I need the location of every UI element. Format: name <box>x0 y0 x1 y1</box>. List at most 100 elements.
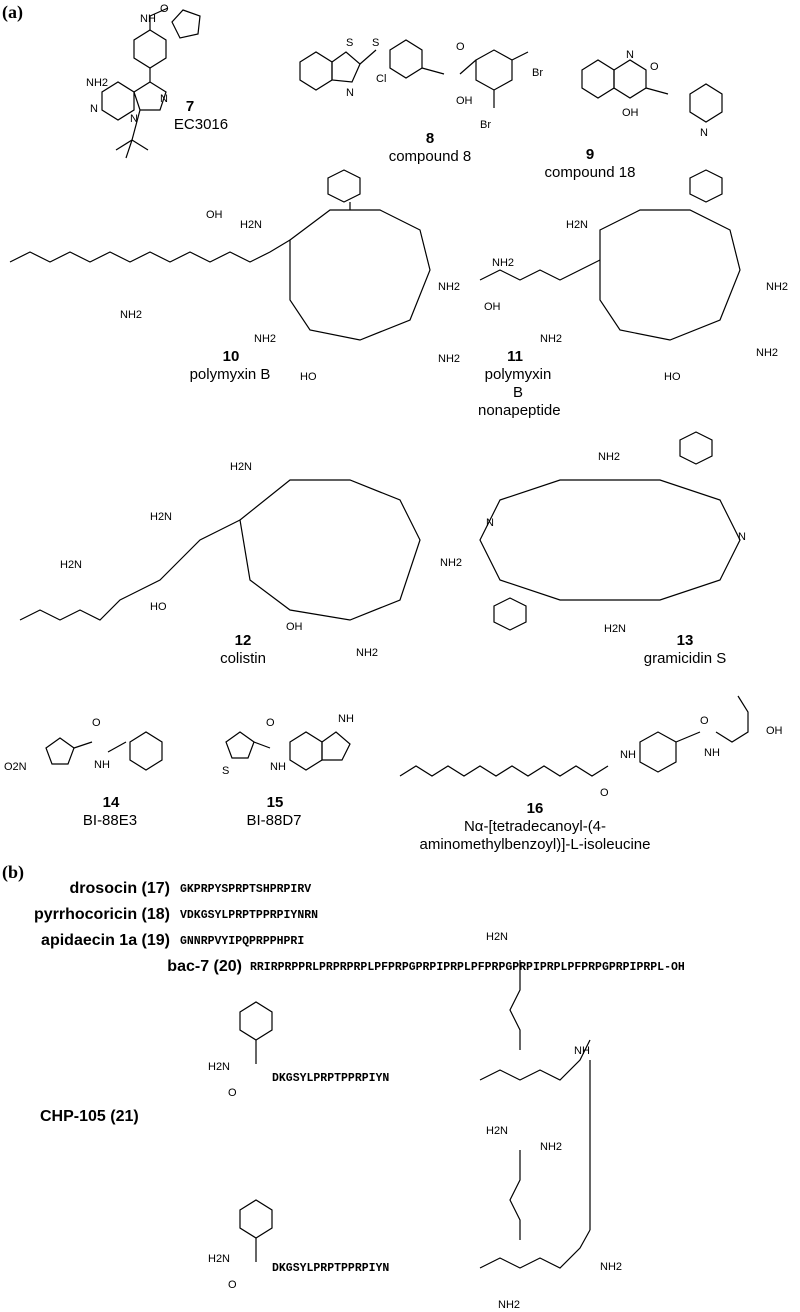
atom-o-8: O <box>456 41 465 53</box>
structure-16 <box>399 695 749 777</box>
atom-n-8: N <box>346 87 354 99</box>
structure-15 <box>225 731 351 771</box>
atom-nh2-12b: NH2 <box>356 647 378 659</box>
atom-nh2-10c: NH2 <box>438 281 460 293</box>
atom-nh2-11c: NH2 <box>766 281 788 293</box>
atom-nh2-10b: NH2 <box>254 333 276 345</box>
atom-nh2-7: NH2 <box>86 77 108 89</box>
atom-h2n-11: H2N <box>566 219 588 231</box>
atom-nh2-13b: H2N <box>604 623 626 635</box>
atom-npy-9: N <box>700 127 708 139</box>
peptide-seq-pyrrhocoricin: VDKGSYLPRPTPPRPIYNRN <box>180 909 319 922</box>
compound-number-11: 11 <box>507 348 523 365</box>
atom-nh-7: NH <box>140 13 156 25</box>
atom-nh2-11d: NH2 <box>756 347 778 359</box>
compound-name-11: polymyxin B nonapeptide <box>478 366 561 419</box>
compound-number-13: 13 <box>676 632 694 649</box>
atom-s-15: S <box>222 765 229 777</box>
atom-n-7a: N <box>90 103 98 115</box>
atom-o-16a: O <box>600 787 609 799</box>
atom-cl-8: Cl <box>376 73 386 85</box>
atom-o-21a: O <box>228 1087 237 1099</box>
peptide-seq-drosocin: GKPRPYSPRPTSHPRPIRV <box>180 883 312 896</box>
atom-s-8a: S <box>346 37 353 49</box>
structure-12 <box>19 479 421 621</box>
atom-ho-10: HO <box>300 371 317 383</box>
atom-nh-14: NH <box>94 759 110 771</box>
atom-h2n-21d: H2N <box>486 1125 508 1137</box>
atom-o-15: O <box>266 717 275 729</box>
atom-o-16b: O <box>700 715 709 727</box>
atom-br-8b: Br <box>480 119 491 131</box>
compound-number-7: 7 <box>185 98 195 115</box>
compound-name-10: polymyxin B <box>189 366 271 383</box>
atom-oh-9: OH <box>622 107 639 119</box>
chp105-name: CHP-105 (21) <box>40 1108 139 1125</box>
atom-nh-15b: NH <box>338 713 354 725</box>
peptide-name-drosocin: drosocin (17) <box>69 880 170 897</box>
atom-oh-8: OH <box>456 95 473 107</box>
atom-nh2-12a: NH2 <box>440 557 462 569</box>
structure-14 <box>45 731 163 771</box>
atom-br-8a: Br <box>532 67 543 79</box>
compound-number-8: 8 <box>425 130 435 147</box>
peptide-name-bac7: bac-7 (20) <box>167 958 242 975</box>
peptide-seq-apidaecin: GNNRPVYIPQPRPPHPRI <box>180 935 305 948</box>
atom-o-9: O <box>650 61 659 73</box>
atom-oh-11: OH <box>484 301 501 313</box>
atom-n-9: N <box>626 49 634 61</box>
atom-h2n-21a: H2N <box>208 1061 230 1073</box>
compound-number-12: 12 <box>234 632 252 649</box>
atom-n-13b: N <box>738 531 746 543</box>
atom-nh2-10d: NH2 <box>438 353 460 365</box>
compound-number-15: 15 <box>266 794 284 811</box>
compound-name-15: BI-88D7 <box>246 812 302 829</box>
atom-s-8b: S <box>372 37 379 49</box>
atom-n-7c: N <box>130 113 138 125</box>
atom-h2n-12c: H2N <box>60 559 82 571</box>
atom-ho-12: HO <box>150 601 167 613</box>
compound-name-14: BI-88E3 <box>82 812 138 829</box>
compound-name-16: Nα-[tetradecanoyl-(4-aminomethylbenzoyl)… <box>419 818 651 853</box>
atom-h2n-12a: H2N <box>230 461 252 473</box>
atom-nh-21: NH <box>574 1045 590 1057</box>
atom-n-13a: N <box>486 517 494 529</box>
atom-nh-15: NH <box>270 761 286 773</box>
peptide-name-pyrrhocoricin: pyrrhocoricin (18) <box>33 906 170 923</box>
atom-h2n-12b: H2N <box>150 511 172 523</box>
structure-10 <box>9 169 431 341</box>
atom-oh-10a: OH <box>206 209 223 221</box>
atom-oh-12: OH <box>286 621 303 633</box>
atom-h2n-21c: H2N <box>486 931 508 943</box>
structure-9 <box>581 59 723 123</box>
structure-8 <box>299 39 529 108</box>
atom-nh2-11b: NH2 <box>540 333 562 345</box>
atom-o2n-14: O2N <box>4 761 27 773</box>
atom-nh2-13a: NH2 <box>598 451 620 463</box>
compound-name-7: EC3016 <box>173 116 229 133</box>
compound-number-10: 10 <box>222 348 240 365</box>
structure-11 <box>479 169 741 341</box>
panel-label-a: (a) <box>2 2 23 22</box>
atom-o-21b: O <box>228 1279 237 1291</box>
peptide-name-apidaecin: apidaecin 1a (19) <box>41 932 170 949</box>
structure-21 <box>239 960 591 1269</box>
compound-number-14: 14 <box>102 794 120 811</box>
structure-13 <box>479 431 741 631</box>
chp105-seq-upper: DKGSYLPRPTPPRPIYN <box>272 1072 390 1085</box>
atom-nh2-21b: NH2 <box>498 1299 520 1311</box>
atom-h2n-10: H2N <box>240 219 262 231</box>
panel-label-b: (b) <box>2 862 24 882</box>
atom-nh-16b: NH <box>704 747 720 759</box>
atom-n-7b: N <box>160 93 168 105</box>
compound-name-8: compound 8 <box>388 148 472 165</box>
atom-nh2-21c: NH2 <box>600 1261 622 1273</box>
atom-o-14: O <box>92 717 101 729</box>
chp105-seq-lower: DKGSYLPRPTPPRPIYN <box>272 1262 390 1275</box>
atom-oh-16: OH <box>766 725 783 737</box>
compound-name-9: compound 18 <box>544 164 636 181</box>
atom-o-7: O <box>160 3 169 15</box>
atom-nh2-21a: NH2 <box>540 1141 562 1153</box>
atom-nh-16a: NH <box>620 749 636 761</box>
